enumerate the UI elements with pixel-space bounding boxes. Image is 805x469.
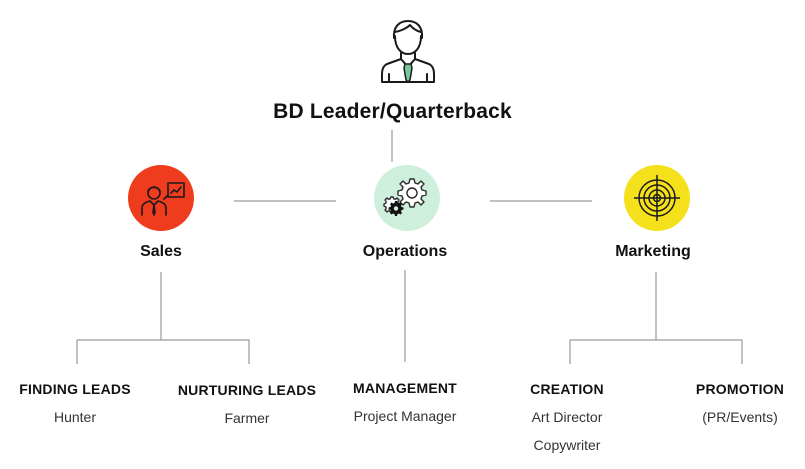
target-icon — [634, 175, 680, 221]
finding-leads-item: Hunter — [53, 409, 97, 425]
sales-label: Sales — [140, 243, 182, 260]
creation-title: CREATION — [530, 381, 604, 397]
marketing-icon-circle — [624, 165, 690, 231]
nurturing-leads-title: NURTURING LEADS — [177, 382, 317, 398]
gears-icon — [383, 178, 427, 216]
sales-icon-circle — [128, 165, 194, 231]
promotion-title: PROMOTION — [695, 381, 785, 397]
operations-icon-circle — [374, 165, 440, 231]
leader-title: BD Leader/Quarterback — [273, 100, 512, 123]
management-item: Project Manager — [353, 408, 457, 424]
promotion-item: (PR/Events) — [702, 409, 778, 425]
marketing-label: Marketing — [615, 243, 691, 260]
creation-item-art-director: Art Director — [531, 409, 603, 425]
sales-branch-connector — [76, 339, 250, 364]
finding-leads-title: FINDING LEADS — [19, 381, 131, 397]
creation-item-copywriter: Copywriter — [533, 437, 601, 453]
marketing-branch-connector — [569, 339, 743, 364]
salesperson-icon — [141, 182, 185, 216]
management-title: MANAGEMENT — [353, 380, 457, 396]
nurturing-leads-item: Farmer — [224, 410, 270, 426]
businessman-icon — [379, 18, 437, 86]
operations-label: Operations — [362, 243, 448, 260]
